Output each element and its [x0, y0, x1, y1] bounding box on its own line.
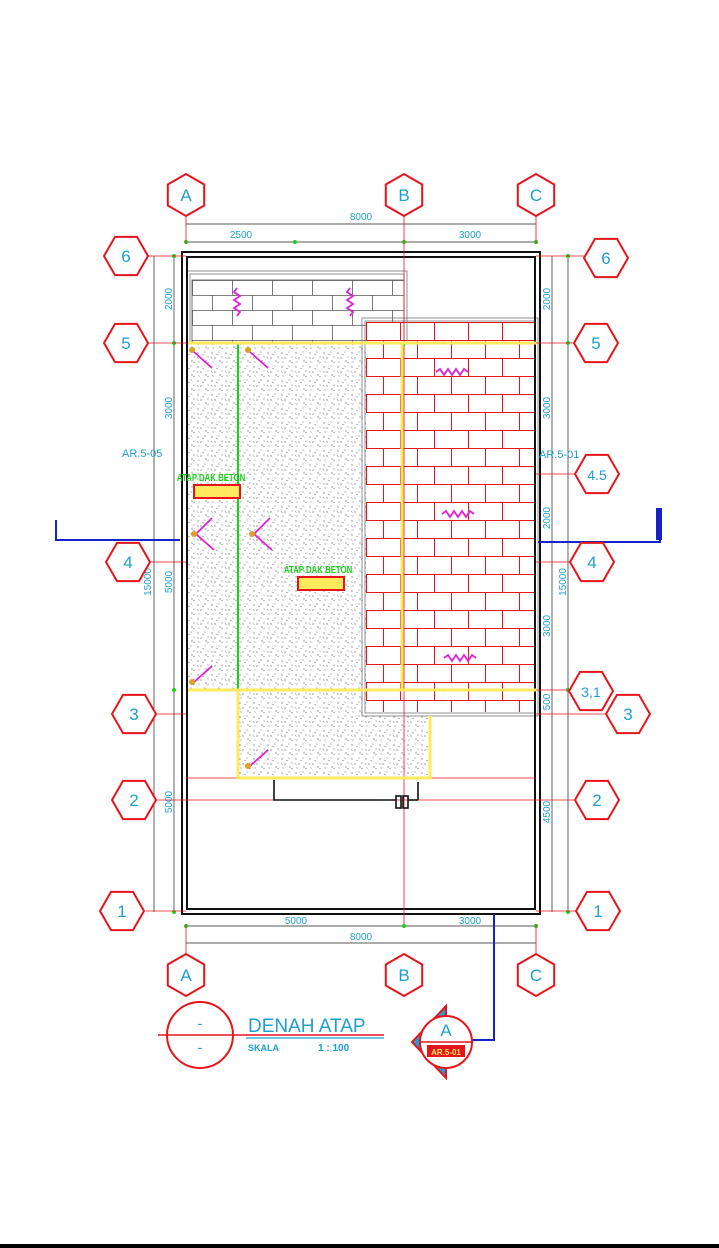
grid-bubble-left-1: 1: [98, 890, 146, 932]
dim-right-3000b: 3000: [542, 614, 553, 637]
roof-drain: [273, 780, 419, 809]
grid-bubble-top-b-label: B: [398, 186, 409, 205]
grid-bubble-top-c-label: C: [530, 186, 542, 205]
section-callout: A AR.5-01: [410, 1003, 473, 1081]
grid-bubble-right-3-1-label: 3,1: [581, 684, 601, 700]
roof-tag-2: [297, 576, 345, 591]
grid-bubble-bottom-b-label: B: [398, 966, 409, 985]
dim-right-3000a: 3000: [542, 396, 553, 419]
bottom-edge-bar: [0, 1244, 719, 1248]
concrete-slab-center: [238, 343, 366, 778]
section-mark-right: AR.5-01: [539, 449, 579, 461]
grid-bubble-right-3-1: 3,1: [567, 670, 615, 712]
grid-bubble-left-5: 5: [102, 322, 150, 364]
dim-bottom-right: 3000: [459, 916, 482, 927]
callout-letter: A: [440, 1021, 452, 1040]
dim-right-500: 500: [542, 693, 553, 710]
grid-bubble-right-3: 3: [604, 693, 652, 735]
grid-bubble-right-3-label: 3: [623, 705, 632, 724]
grid-bubble-bottom-c-label: C: [530, 966, 542, 985]
grid-bubble-bottom-a: A: [166, 952, 206, 998]
grid-bubble-left-1-label: 1: [117, 902, 126, 921]
dim-right-2000a: 2000: [542, 287, 553, 310]
roof-label-2: ATAP DAK BETON: [284, 564, 352, 575]
drawing-title: DENAH ATAP: [248, 1016, 366, 1037]
grid-bubble-bottom-b: B: [384, 952, 424, 998]
dim-left-3000: 3000: [164, 396, 175, 419]
title-symbol-bottom: -: [198, 1039, 203, 1055]
parapet-lines-yellow: [188, 341, 536, 780]
dimension-texts: 8000 2500 3000 5000 3000 8000 2000 3000 …: [143, 212, 569, 943]
grid-bubble-right-5: 5: [572, 322, 620, 364]
roof-label-1: ATAP DAK BETON: [177, 472, 245, 483]
grid-bubble-left-2: 2: [110, 779, 158, 821]
grid-bubble-top-b: B: [384, 172, 424, 218]
grid-bubble-bottom-c: C: [516, 952, 556, 998]
grid-bubble-bottom-a-label: A: [180, 966, 192, 985]
grid-bubble-top-c: C: [516, 172, 556, 218]
dim-left-total: 15000: [143, 568, 154, 596]
scale-label: SKALA: [248, 1043, 279, 1053]
slope-arrow-tails: [189, 347, 255, 769]
dim-top-left: 2500: [230, 230, 253, 241]
dim-right-lower: 4500: [542, 800, 553, 823]
section-mark-left: AR.5-05: [122, 448, 162, 460]
title-symbol-top: -: [198, 1015, 203, 1031]
grid-bubble-right-2: 2: [573, 779, 621, 821]
roof-tag-1: [193, 484, 241, 499]
callout-sheet: AR.5-01: [431, 1048, 461, 1057]
grid-bubble-right-6-label: 6: [601, 249, 610, 268]
title-block: - - DENAH ATAP SKALA 1 : 100: [158, 1001, 384, 1069]
grid-bubble-top-a-label: A: [180, 186, 192, 205]
scale-value: 1 : 100: [318, 1043, 350, 1054]
dim-left-lower: 5000: [164, 790, 175, 813]
dim-top-right: 3000: [459, 230, 482, 241]
grid-bubble-right-2-label: 2: [592, 791, 601, 810]
grid-bubble-left-4-label: 4: [123, 553, 132, 572]
grid-bubble-right-4-label: 4: [587, 553, 596, 572]
grid-bubble-left-2-label: 2: [129, 791, 138, 810]
dim-left-2000: 2000: [164, 287, 175, 310]
grid-bubble-left-6: 6: [102, 235, 150, 277]
grid-bubble-right-4: 4: [568, 541, 616, 583]
grid-bubble-left-3: 3: [110, 693, 158, 735]
grid-bubble-left-5-label: 5: [121, 334, 130, 353]
grid-bubble-right-1: 1: [574, 890, 622, 932]
grid-bubble-right-1-label: 1: [593, 902, 602, 921]
dim-left-5000: 5000: [164, 570, 175, 593]
dim-bottom-left: 5000: [285, 916, 308, 927]
grid-bubble-left-4: 4: [104, 541, 152, 583]
grid-bubble-right-6: 6: [582, 237, 630, 279]
grid-bubble-left-6-label: 6: [121, 247, 130, 266]
building-frame: [181, 251, 541, 915]
section-arrow-right: [656, 508, 662, 540]
dim-right-total: 15000: [558, 568, 569, 596]
grid-bubble-right-4-5: 4.5: [573, 453, 621, 495]
concrete-slab-left: [188, 343, 238, 690]
grid-bubble-right-5-label: 5: [591, 334, 600, 353]
grid-bubbles: A A B B C C 6 5 4 3 2 1 6 5 4.5 4 3,1 3 2 1: [98, 172, 652, 998]
grid-bubble-right-4-5-label: 4.5: [587, 467, 607, 483]
dim-top-total: 8000: [350, 212, 373, 223]
dim-bottom-total: 8000: [350, 932, 373, 943]
slope-arrows: [193, 287, 477, 767]
dim-right-2000b: 2000: [542, 506, 553, 529]
grid-bubble-top-a: A: [166, 172, 206, 218]
concrete-slab-lower: [366, 716, 430, 778]
grid-bubble-left-3-label: 3: [129, 705, 138, 724]
